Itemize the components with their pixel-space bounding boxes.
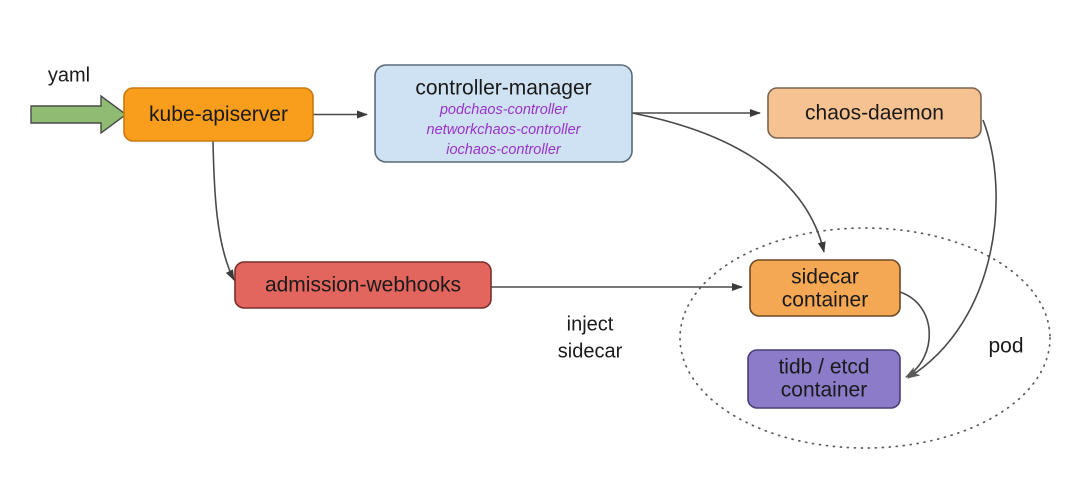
- controller-manager-label: controller-manager: [415, 77, 591, 100]
- tidb-etcd-container-label-line-1: tidb / etcd: [778, 356, 869, 379]
- controller-manager-sublabel-iochaos: iochaos-controller: [446, 142, 562, 158]
- node-admission-webhooks[interactable]: admission-webhooks: [234, 261, 492, 309]
- sidecar-container-box[interactable]: [749, 259, 901, 317]
- tidb-etcd-container-label-line-2: container: [781, 379, 867, 402]
- sidecar-container-label-line-1: sidecar: [791, 266, 859, 289]
- yaml-input-label: yaml: [48, 64, 90, 86]
- node-controller-manager[interactable]: controller-manager podchaos-controller n…: [374, 64, 633, 163]
- kube-apiserver-box[interactable]: [123, 87, 314, 142]
- edge-label-inject-sidecar: inject sidecar: [558, 313, 623, 362]
- node-chaos-daemon[interactable]: chaos-daemon: [767, 87, 982, 139]
- node-sidecar-container[interactable]: sidecar container: [749, 259, 901, 317]
- tidb-etcd-container-box[interactable]: [747, 349, 901, 409]
- sidecar-container-label-line-2: container: [782, 289, 868, 312]
- yaml-input-arrow: [30, 94, 128, 135]
- node-kube-apiserver[interactable]: kube-apiserver: [123, 87, 314, 142]
- edge-apiserver-to-admission-webhooks: [212, 140, 235, 281]
- edge-controller-manager-to-sidecar: [631, 112, 826, 253]
- edge-chaos-daemon-to-tidb: [907, 119, 997, 379]
- chaos-daemon-box[interactable]: [767, 87, 982, 139]
- inject-sidecar-line-1: inject: [567, 313, 614, 335]
- edge-sidecar-to-tidb: [899, 291, 931, 378]
- kube-apiserver-label: kube-apiserver: [149, 103, 288, 126]
- admission-webhooks-box[interactable]: [234, 261, 492, 309]
- controller-manager-sublabel-podchaos: podchaos-controller: [439, 102, 569, 118]
- controller-manager-box[interactable]: [374, 64, 633, 163]
- inject-sidecar-line-2: sidecar: [558, 340, 623, 362]
- chaos-daemon-label: chaos-daemon: [805, 102, 944, 125]
- node-tidb-etcd-container[interactable]: tidb / etcd container: [747, 349, 901, 409]
- controller-manager-sublabel-networkchaos: networkchaos-controller: [427, 122, 582, 138]
- pod-group-label: pod: [988, 335, 1023, 358]
- admission-webhooks-label: admission-webhooks: [265, 274, 461, 297]
- pod-group-boundary: [679, 227, 1051, 449]
